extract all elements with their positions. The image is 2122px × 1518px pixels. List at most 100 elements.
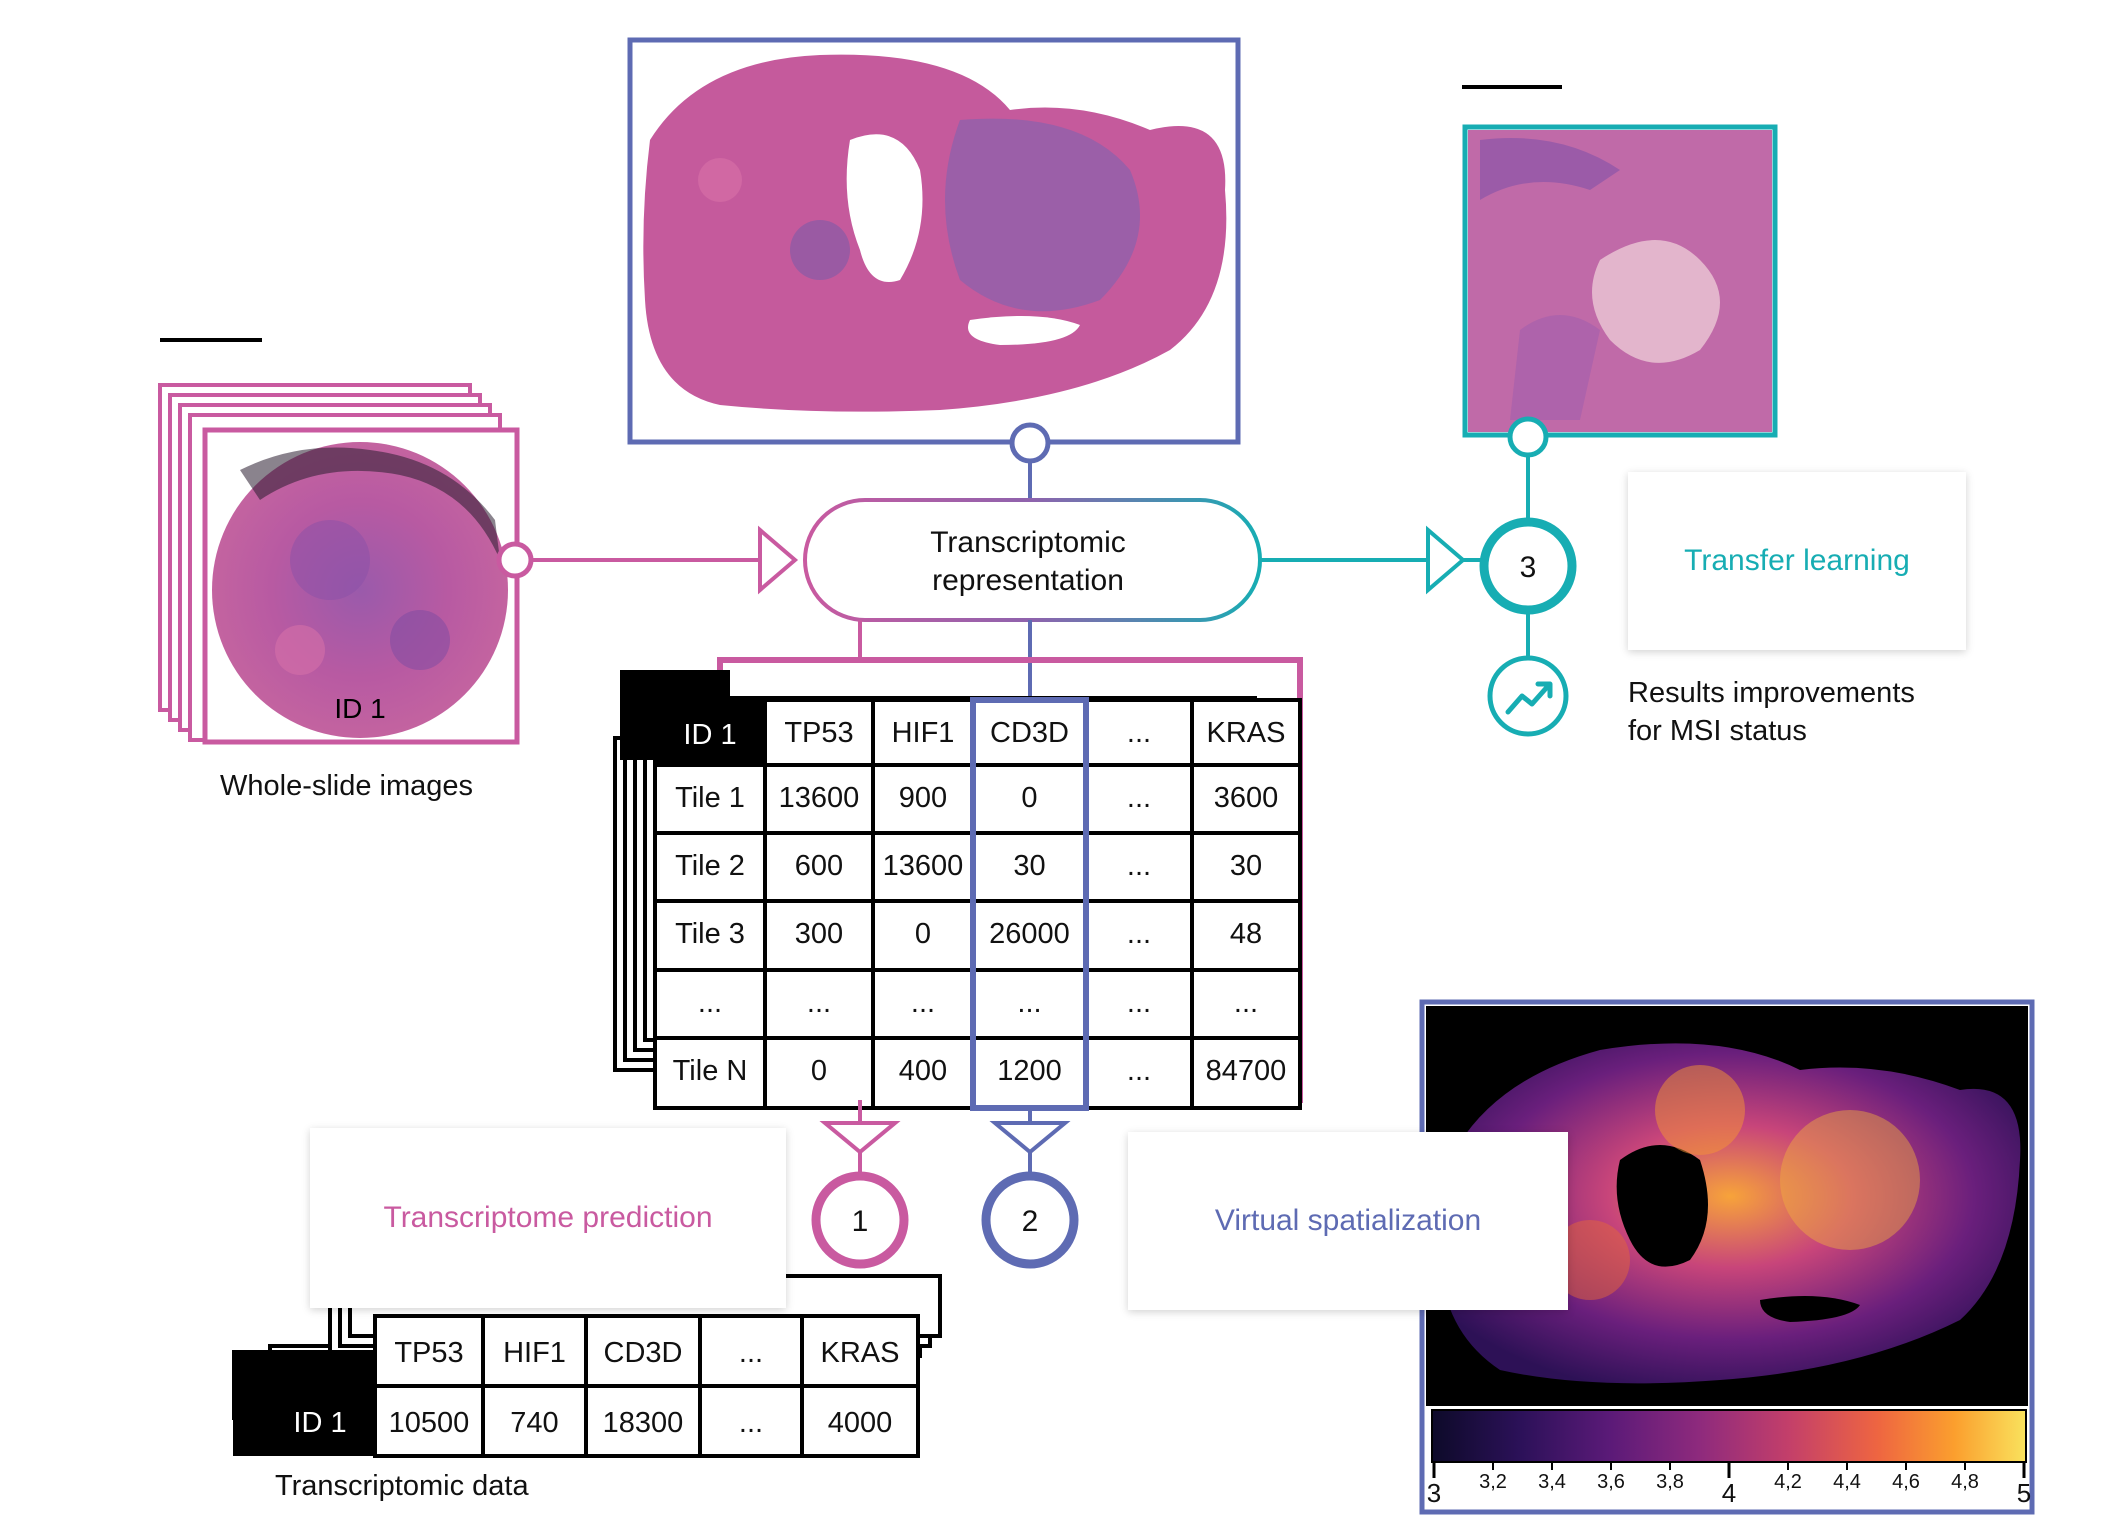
cell-value: 13600 (883, 850, 964, 882)
cell-value: ... (739, 1407, 763, 1439)
cell-value: ... (1127, 850, 1151, 882)
table-cell (871, 763, 975, 835)
step2-node: 2 (981, 1171, 1079, 1269)
cell-value: ... (807, 987, 831, 1019)
cell-value: ... (1127, 1055, 1151, 1087)
virtual-spatialization-label: Virtual spatialization (1214, 1204, 1482, 1237)
cell-value: 4000 (828, 1407, 893, 1439)
cell-value: ... (1127, 987, 1151, 1019)
table-cell (1190, 899, 1302, 972)
transcriptomic-data-caption: Transcriptomic data (275, 1470, 529, 1502)
cell-value: 600 (795, 850, 843, 882)
colorbar-tick-label: 4,2 (1774, 1471, 1802, 1493)
step1-number: 1 (852, 1205, 869, 1238)
row-label: ... (698, 987, 722, 1019)
whole-slide-thumbnail (202, 427, 520, 745)
cell-value: ... (1234, 987, 1258, 1019)
connector-table-to-step1 (819, 1100, 901, 1175)
arrow-icon (758, 525, 799, 595)
colorbar-tick-label: 3 (1427, 1478, 1441, 1508)
arrow-icon (1426, 525, 1467, 595)
corner-id-label: ID 1 (683, 719, 736, 751)
colorbar-tick-label: 3,4 (1538, 1471, 1566, 1493)
table-cell (971, 831, 1088, 903)
table-cell (584, 1384, 702, 1458)
colorbar-tick-label: 3,6 (1597, 1471, 1625, 1493)
cell-value: 30 (1230, 850, 1262, 882)
cell-value: 1200 (997, 1055, 1062, 1087)
transfer-learning-callout: Transfer learning (1628, 472, 1966, 650)
corner-id-label: ID 1 (293, 1407, 346, 1439)
colorbar-tick-label: 5 (2017, 1478, 2031, 1508)
corner-cell (655, 700, 765, 765)
step3-node: 3 (1479, 517, 1577, 615)
cell-value: ... (1127, 782, 1151, 814)
colorbar (1431, 1409, 2027, 1463)
cell-value: 18300 (603, 1407, 684, 1439)
header-cell (584, 1314, 702, 1388)
representation-line1: Transcriptomic (930, 526, 1126, 559)
cell-value: 84700 (1206, 1055, 1287, 1087)
step2-number: 2 (1022, 1205, 1039, 1238)
cell-value: 900 (899, 782, 947, 814)
table-cell (1190, 1036, 1302, 1110)
column-header: KRAS (821, 1337, 900, 1369)
transfer-slide-connector-node (1507, 416, 1549, 458)
cell-value: 30 (1013, 850, 1045, 882)
results-line1: Results improvements (1628, 677, 1915, 709)
column-header: TP53 (784, 717, 853, 749)
trending-up-icon (1487, 655, 1569, 737)
cell-value: 300 (795, 918, 843, 950)
column-header: TP53 (394, 1337, 463, 1369)
colorbar-tick-label: 3,8 (1656, 1471, 1684, 1493)
step1-node: 1 (811, 1171, 909, 1269)
column-header: CD3D (990, 717, 1069, 749)
top-slide-image (627, 37, 1241, 464)
top-slide-connector-node (1009, 422, 1051, 464)
row-label-cell (653, 968, 767, 1040)
cell-value: ... (1017, 987, 1041, 1019)
cell-value: ... (1127, 918, 1151, 950)
row-label-cell (653, 763, 767, 835)
row-label-cell (653, 1036, 767, 1110)
whole-slide-images: ID 1 (158, 338, 534, 745)
table-cell (1084, 968, 1194, 1040)
cell-value: 26000 (989, 918, 1070, 950)
column-header: CD3D (604, 1337, 683, 1369)
table-cell (1190, 968, 1302, 1040)
cell-value: 0 (915, 918, 931, 950)
cell-value: 13600 (779, 782, 860, 814)
arrow-icon (989, 1121, 1071, 1155)
connector-table-to-step2 (989, 1108, 1071, 1175)
column-header: HIF1 (892, 717, 955, 749)
virtual-spatialization-callout: Virtual spatialization (1128, 1132, 1568, 1310)
table-cell (800, 1384, 920, 1458)
column-header: HIF1 (503, 1337, 566, 1369)
table-cell (763, 899, 875, 972)
arrow-icon (819, 1121, 901, 1155)
colorbar-tick-label: 3,2 (1479, 1471, 1507, 1493)
table-cell (971, 899, 1088, 972)
column-header: ... (739, 1337, 763, 1369)
transfer-learning-label: Transfer learning (1684, 544, 1910, 577)
results-line2: for MSI status (1628, 715, 1807, 747)
table-cell (481, 1384, 588, 1458)
colorbar-tick-label: 4,8 (1951, 1471, 1979, 1493)
cell-value: ... (911, 987, 935, 1019)
wsi-id-label: ID 1 (334, 693, 385, 724)
row-label-cell (653, 831, 767, 903)
cell-value: 740 (510, 1407, 558, 1439)
transcriptome-prediction-label: Transcriptome prediction (383, 1201, 713, 1234)
row-label: Tile 3 (675, 918, 745, 950)
step3-number: 3 (1520, 551, 1537, 584)
column-header: ... (1127, 717, 1151, 749)
representation-line2: representation (932, 564, 1124, 597)
transfer-slide-image (1462, 85, 1778, 458)
whole-slide-caption: Whole-slide images (220, 770, 474, 802)
row-label: Tile 1 (675, 782, 745, 814)
colorbar-tick-label: 4 (1722, 1478, 1736, 1508)
